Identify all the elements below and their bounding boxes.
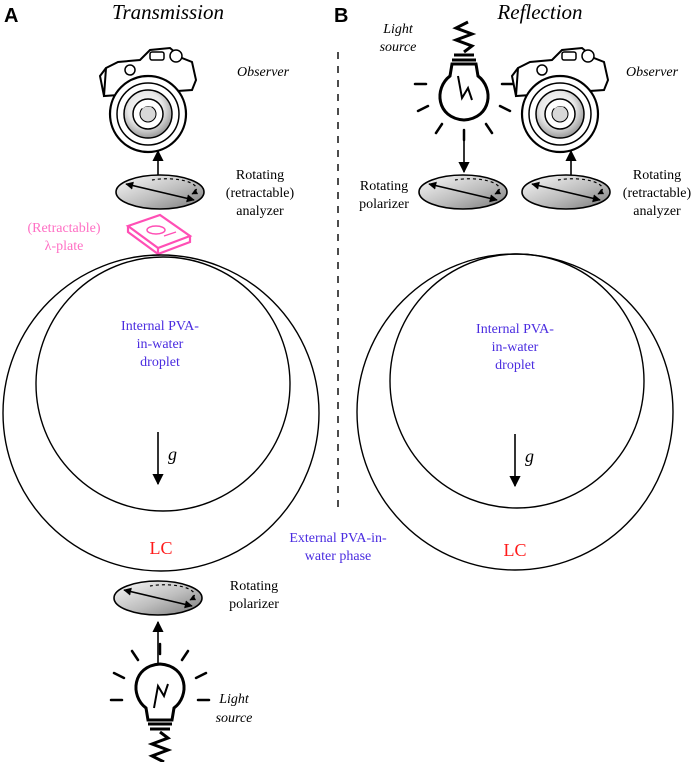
panel-a-letter: A (4, 5, 18, 27)
analyzer-polarizer-icon (522, 175, 610, 209)
panel-a-analyzer-line3: analyzer (236, 204, 284, 219)
panel-b-analyzer-line2: (retractable) (623, 186, 692, 201)
light-bulb-icon (413, 20, 515, 142)
panel-b-title: Reflection (496, 0, 582, 24)
lc-outer-droplet (356, 253, 674, 571)
panel-a-gravity-label: g (168, 444, 177, 464)
internal-droplet (35, 256, 291, 512)
panel-a-title: Transmission (112, 0, 224, 24)
panel-b-internal-line3: droplet (495, 358, 535, 373)
panel-a-internal-line2: in-water (137, 337, 184, 352)
external-phase-line2: water phase (305, 549, 371, 564)
panel-a-internal-line3: droplet (140, 355, 180, 370)
observer-camera-icon (98, 46, 198, 154)
panel-b-internal-line2: in-water (492, 340, 539, 355)
lambda-plate-label-line1: (Retractable) (27, 221, 100, 236)
panel-b-light-line1: Light (382, 22, 414, 37)
panel-a-analyzer-line1: Rotating (236, 168, 284, 183)
lambda-plate-label-line2: λ-plate (45, 239, 84, 254)
panel-a-light-line2: source (216, 711, 253, 726)
bottom-polarizer-icon (114, 581, 202, 615)
panel-b-analyzer-line1: Rotating (633, 168, 681, 183)
panel-b-polarizer-line2: polarizer (359, 197, 409, 212)
panel-a-lc-label: LC (149, 538, 172, 558)
observer-camera-icon (510, 46, 610, 154)
panel-a-observer-label: Observer (237, 65, 290, 80)
panel-a: A Transmission Observer Rotating (retrac… (2, 0, 320, 762)
external-phase-line1: External PVA-in- (289, 531, 387, 546)
panel-a-polarizer-line2: polarizer (229, 597, 279, 612)
panel-b-letter: B (334, 5, 348, 27)
internal-droplet (389, 253, 645, 509)
panel-b-observer-label: Observer (626, 65, 679, 80)
lc-outer-droplet (2, 254, 320, 572)
polarizer-icon (419, 175, 507, 209)
panel-b-gravity-label: g (525, 446, 534, 466)
panel-b-polarizer-line1: Rotating (360, 179, 408, 194)
panel-a-analyzer-line2: (retractable) (226, 186, 295, 201)
analyzer-polarizer-icon (116, 175, 204, 209)
panel-b-lc-label: LC (503, 540, 526, 560)
light-bulb-icon (109, 642, 211, 762)
panel-b-light-line2: source (380, 40, 417, 55)
panel-b-analyzer-line3: analyzer (633, 204, 681, 219)
panel-b: B Reflection Light source Observer Rotat… (334, 0, 692, 571)
panel-a-light-line1: Light (218, 692, 250, 707)
lambda-plate-icon (125, 213, 193, 257)
panel-a-internal-line1: Internal PVA- (121, 319, 199, 334)
panel-b-internal-line1: Internal PVA- (476, 322, 554, 337)
panel-a-polarizer-line1: Rotating (230, 579, 278, 594)
